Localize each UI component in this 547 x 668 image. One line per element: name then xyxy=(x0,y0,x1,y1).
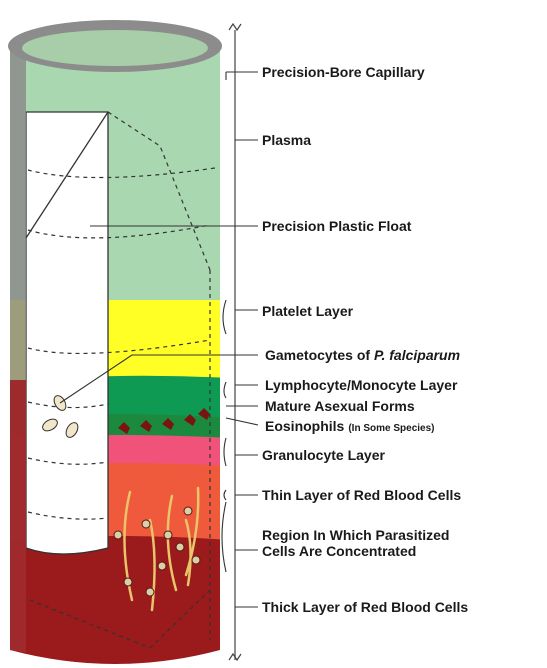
label-gametocytes-species: P. falciparum xyxy=(374,347,460,363)
label-float: Precision Plastic Float xyxy=(262,218,412,234)
label-plasma: Plasma xyxy=(262,132,311,148)
label-thick-rbc: Thick Layer of Red Blood Cells xyxy=(262,599,468,615)
label-thin-rbc: Thin Layer of Red Blood Cells xyxy=(262,487,461,503)
label-eosinophils-note: (In Some Species) xyxy=(348,423,434,434)
label-region-line1: Region In Which Parasitized xyxy=(262,527,449,543)
label-platelet: Platelet Layer xyxy=(262,303,354,319)
label-eosinophils: Eosinophils(In Some Species) xyxy=(265,418,434,434)
label-region-line2: Cells Are Concentrated xyxy=(262,543,416,559)
label-lymphocyte: Lymphocyte/Monocyte Layer xyxy=(265,377,458,393)
float-cutaway xyxy=(26,112,108,554)
label-mature-asexual: Mature Asexual Forms xyxy=(265,398,415,414)
label-eosinophils-text: Eosinophils xyxy=(265,418,345,434)
scale-line xyxy=(229,24,241,660)
label-gametocytes-text: Gametocytes of xyxy=(265,347,374,363)
tube-left-wall-overlay xyxy=(10,380,26,652)
label-gametocytes: Gametocytes of P. falciparum xyxy=(265,347,460,363)
label-capillary: Precision-Bore Capillary xyxy=(262,64,425,80)
label-granulocyte: Granulocyte Layer xyxy=(262,447,385,463)
tube-top-opening xyxy=(22,30,208,66)
